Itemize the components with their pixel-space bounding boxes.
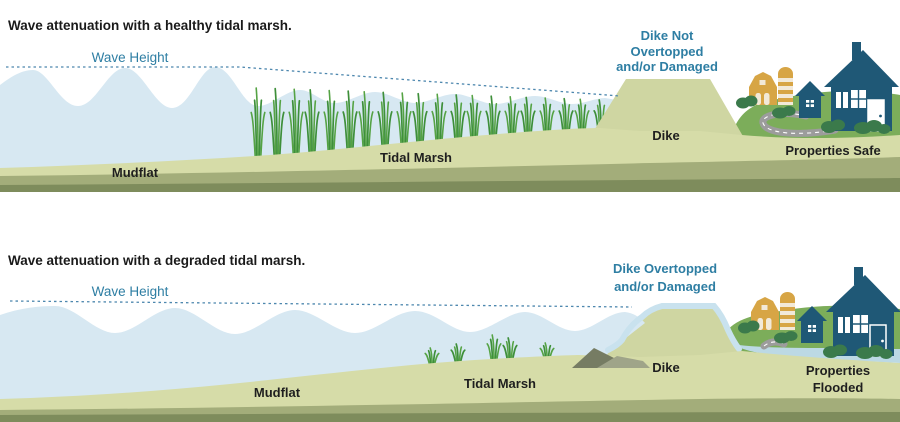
grass-blade bbox=[291, 99, 296, 158]
deep-soil-band-degraded bbox=[0, 412, 900, 422]
marsh-grass-healthy bbox=[250, 87, 609, 161]
grass-blade bbox=[424, 352, 431, 365]
grass-blade bbox=[312, 100, 317, 157]
panel-title-degraded: Wave attenuation with a degraded tidal m… bbox=[8, 253, 305, 268]
dike-status-line1-healthy: Dike Not bbox=[641, 28, 694, 43]
grass-blade bbox=[269, 111, 276, 160]
grass-blade bbox=[326, 100, 331, 155]
grass-blade bbox=[415, 101, 420, 148]
dike-status-line1-degraded: Dike Overtopped bbox=[613, 261, 717, 276]
properties-status-healthy: Properties Safe bbox=[785, 143, 880, 158]
wave-height-label-degraded: Wave Height bbox=[92, 284, 169, 299]
properties-status-line1-degraded: Properties bbox=[806, 363, 870, 378]
properties-status-line2-degraded: Flooded bbox=[813, 380, 864, 395]
grass-blade bbox=[258, 99, 263, 161]
grass-blade bbox=[307, 100, 312, 157]
grass-blade bbox=[293, 88, 297, 158]
grass-blade bbox=[494, 338, 499, 362]
grass-blade bbox=[385, 101, 390, 151]
grass-blade bbox=[274, 87, 278, 160]
grass-blade bbox=[459, 349, 466, 363]
grass-blade bbox=[331, 100, 336, 155]
wave-height-label-healthy: Wave Height bbox=[92, 50, 169, 65]
grass-blade bbox=[278, 111, 285, 160]
tidal-marsh-label-healthy: Tidal Marsh bbox=[380, 150, 452, 165]
grass-blade bbox=[380, 101, 385, 151]
grass-blade bbox=[489, 338, 494, 362]
overtopping-water bbox=[605, 303, 742, 353]
grass-blade bbox=[404, 101, 409, 150]
grass-blade bbox=[367, 111, 374, 152]
wave-height-dashed-line-healthy bbox=[6, 66, 621, 97]
grass-blade bbox=[401, 92, 405, 150]
panel-healthy: Wave attenuation with a healthy tidal ma… bbox=[0, 18, 900, 192]
grass-blade bbox=[351, 111, 358, 154]
grass-blade bbox=[363, 90, 367, 152]
dike-status-line2-healthy: Overtopped bbox=[631, 44, 704, 59]
grass-blade bbox=[332, 111, 339, 155]
grass-blade bbox=[361, 101, 366, 153]
rock-light bbox=[597, 356, 650, 368]
grass-blade bbox=[432, 349, 437, 365]
grass-blade bbox=[399, 101, 404, 150]
grass-blade bbox=[507, 337, 511, 361]
grass-blade bbox=[436, 93, 440, 147]
grass-blade bbox=[382, 91, 386, 151]
grass-blade bbox=[366, 101, 371, 153]
grass-blade bbox=[342, 111, 349, 154]
grass-blade bbox=[304, 111, 311, 157]
grass-blade bbox=[297, 111, 304, 158]
grass-blade bbox=[277, 99, 282, 160]
grass-blade bbox=[510, 340, 515, 361]
grass-blade bbox=[417, 92, 421, 148]
grass-blade bbox=[250, 111, 257, 161]
grass-blade bbox=[350, 100, 355, 154]
grass-blade bbox=[259, 111, 266, 161]
road-center-line bbox=[762, 113, 836, 134]
deep-soil-band-healthy bbox=[0, 178, 900, 192]
grass-blade bbox=[328, 89, 332, 155]
grass-blade bbox=[313, 111, 320, 157]
grass-blade bbox=[347, 90, 351, 154]
grass-blade bbox=[288, 111, 295, 158]
panel-degraded: Wave attenuation with a degraded tidal m… bbox=[0, 253, 900, 422]
grass-blade bbox=[296, 99, 301, 158]
mudflat-label-degraded: Mudflat bbox=[254, 385, 301, 400]
grass-blade bbox=[433, 352, 440, 365]
grass-blade bbox=[345, 100, 350, 154]
grass-blade bbox=[502, 344, 509, 361]
grass-blade bbox=[255, 87, 259, 161]
grass-blade bbox=[453, 346, 458, 363]
grass-blade bbox=[458, 346, 463, 363]
grass-blade bbox=[253, 99, 258, 161]
mudflat-marsh-land-degraded bbox=[0, 351, 900, 412]
grass-blade bbox=[450, 349, 457, 363]
grass-blade bbox=[486, 343, 493, 362]
dike-status-line2-degraded: and/or Damaged bbox=[614, 279, 716, 294]
grass-blade bbox=[309, 89, 313, 157]
grass-blade bbox=[455, 343, 459, 363]
dike-label-healthy: Dike bbox=[652, 128, 679, 143]
grass-blade bbox=[429, 347, 433, 365]
grass-blade bbox=[505, 340, 510, 361]
wave-height-dashed-line-degraded bbox=[9, 300, 633, 308]
panel-title-healthy: Wave attenuation with a healthy tidal ma… bbox=[8, 18, 292, 33]
grass-blade bbox=[377, 111, 384, 151]
grass-blade bbox=[358, 111, 365, 152]
mudflat-label-healthy: Mudflat bbox=[112, 165, 159, 180]
dike-status-line3-healthy: and/or Damaged bbox=[616, 59, 718, 74]
grass-blade bbox=[491, 334, 495, 362]
grass-blade bbox=[427, 349, 432, 365]
grass-blade bbox=[272, 99, 277, 160]
tidal-marsh-label-degraded: Tidal Marsh bbox=[464, 376, 536, 391]
dike-label-degraded: Dike bbox=[652, 360, 679, 375]
grass-blade bbox=[323, 111, 330, 155]
